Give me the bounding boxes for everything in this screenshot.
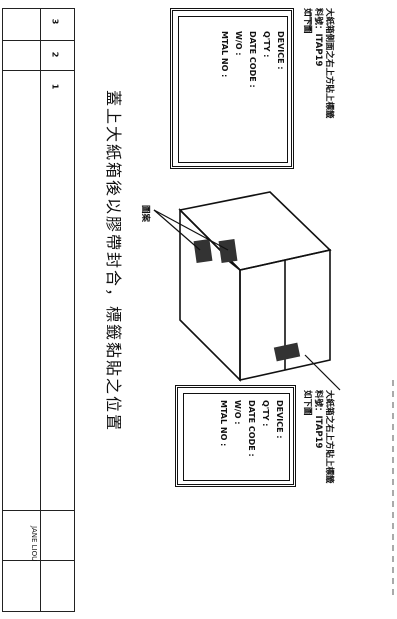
label-field-date-code: DATE CODE : — [247, 400, 256, 457]
label-field-wo: W/O : — [234, 31, 243, 56]
label-field-device: DEVICE : — [275, 400, 284, 439]
annotation-bottom-line2: 料號：ITAP19 — [313, 390, 323, 449]
carton-box-illustration — [153, 191, 341, 391]
page-title: 蓋上大紙箱後以膠帶封合，標籤黏貼之位置 — [104, 90, 123, 433]
table-row-line — [2, 40, 74, 41]
table-row-number: 2 — [50, 51, 60, 58]
label-field-qty: Q'TY : — [261, 400, 270, 427]
label-box-bottom-inner — [183, 393, 290, 481]
annotation-top-line2: 料號：ITAP19 — [313, 8, 323, 67]
pattern-label: 圖案 — [140, 205, 150, 223]
author-name: JANE LIOU — [30, 526, 38, 562]
table-row-line — [2, 510, 74, 511]
table-border-top — [2, 8, 74, 9]
table-row-number: 3 — [50, 18, 60, 25]
table-border-bottom — [2, 611, 74, 612]
table-row-line — [2, 70, 74, 71]
table-row-number: 1 — [50, 83, 60, 90]
annotation-bottom-line1: 大紙箱之右上方貼上標籤 — [324, 390, 334, 484]
table-divider — [40, 8, 41, 612]
label-field-wo: W/O : — [233, 400, 242, 425]
label-box-top-inner — [178, 16, 288, 163]
label-field-device: DEVICE : — [276, 31, 285, 70]
label-box-bottom: DEVICE : Q'TY : DATE CODE : W/O : MTAL N… — [175, 385, 296, 487]
label-field-mtal-no: MTAL NO : — [220, 31, 229, 78]
label-field-mtal-no: MTAL NO : — [219, 400, 228, 447]
label-field-qty: Q'TY : — [262, 31, 271, 58]
table-border-left — [2, 8, 3, 612]
revision-table: 3 2 1 JANE LIOU — [0, 0, 76, 619]
annotation-bottom: 大紙箱之右上方貼上標籤 料號：ITAP19 如下圖 — [301, 390, 334, 484]
annotation-top-line1: 大紙箱側面之右上方貼上標籤 — [324, 8, 334, 119]
label-field-date-code: DATE CODE : — [248, 31, 257, 88]
table-border-right — [74, 8, 75, 612]
table-row-line — [2, 560, 74, 561]
label-box-top: DEVICE : Q'TY : DATE CODE : W/O : MTAL N… — [170, 8, 294, 169]
scan-edge-artifact — [392, 380, 394, 600]
leader-line-top — [309, 8, 311, 29]
annotation-bottom-line3: 如下圖 — [302, 390, 312, 416]
annotation-top: 大紙箱側面之右上方貼上標籤 料號：ITAP19 如下圖 — [301, 8, 334, 119]
